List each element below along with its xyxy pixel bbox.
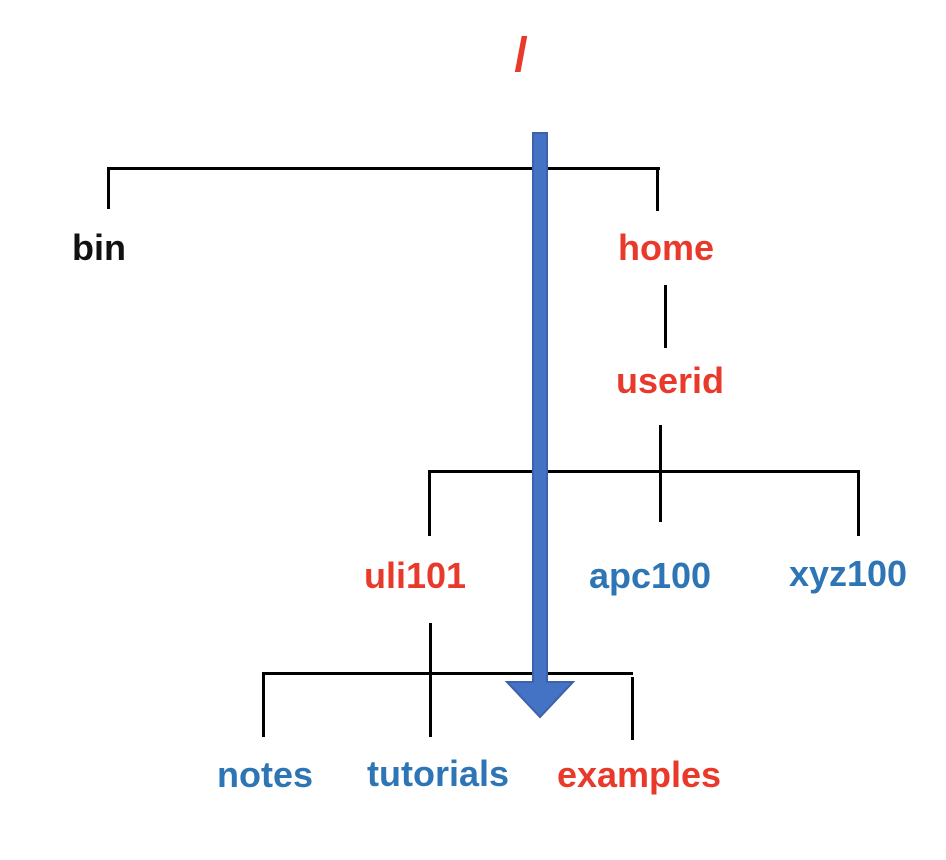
node-notes: notes bbox=[216, 754, 314, 795]
userid-children-connector bbox=[659, 425, 662, 522]
node-home: home bbox=[617, 227, 715, 268]
node-userid: userid bbox=[615, 360, 725, 401]
node-bin: bin bbox=[72, 227, 126, 268]
home-branch-tick bbox=[656, 167, 659, 211]
root-children-line bbox=[107, 167, 660, 170]
uli101-children-line bbox=[262, 672, 633, 675]
home-userid-connector bbox=[664, 285, 667, 348]
uli101-children-connector bbox=[429, 623, 432, 737]
xyz100-branch-tick bbox=[857, 470, 860, 536]
userid-children-line bbox=[428, 470, 860, 473]
node-apc100: apc100 bbox=[588, 555, 712, 596]
node-xyz100: xyz100 bbox=[788, 553, 908, 594]
notes-branch-tick bbox=[262, 672, 265, 737]
node-tutorials: tutorials bbox=[366, 753, 510, 794]
examples-branch-tick bbox=[631, 677, 634, 740]
uli101-branch-tick bbox=[428, 470, 431, 536]
node-examples: examples bbox=[556, 754, 722, 795]
node-uli101: uli101 bbox=[363, 555, 467, 596]
bin-branch-tick bbox=[107, 167, 110, 209]
node-root: / bbox=[514, 29, 528, 82]
